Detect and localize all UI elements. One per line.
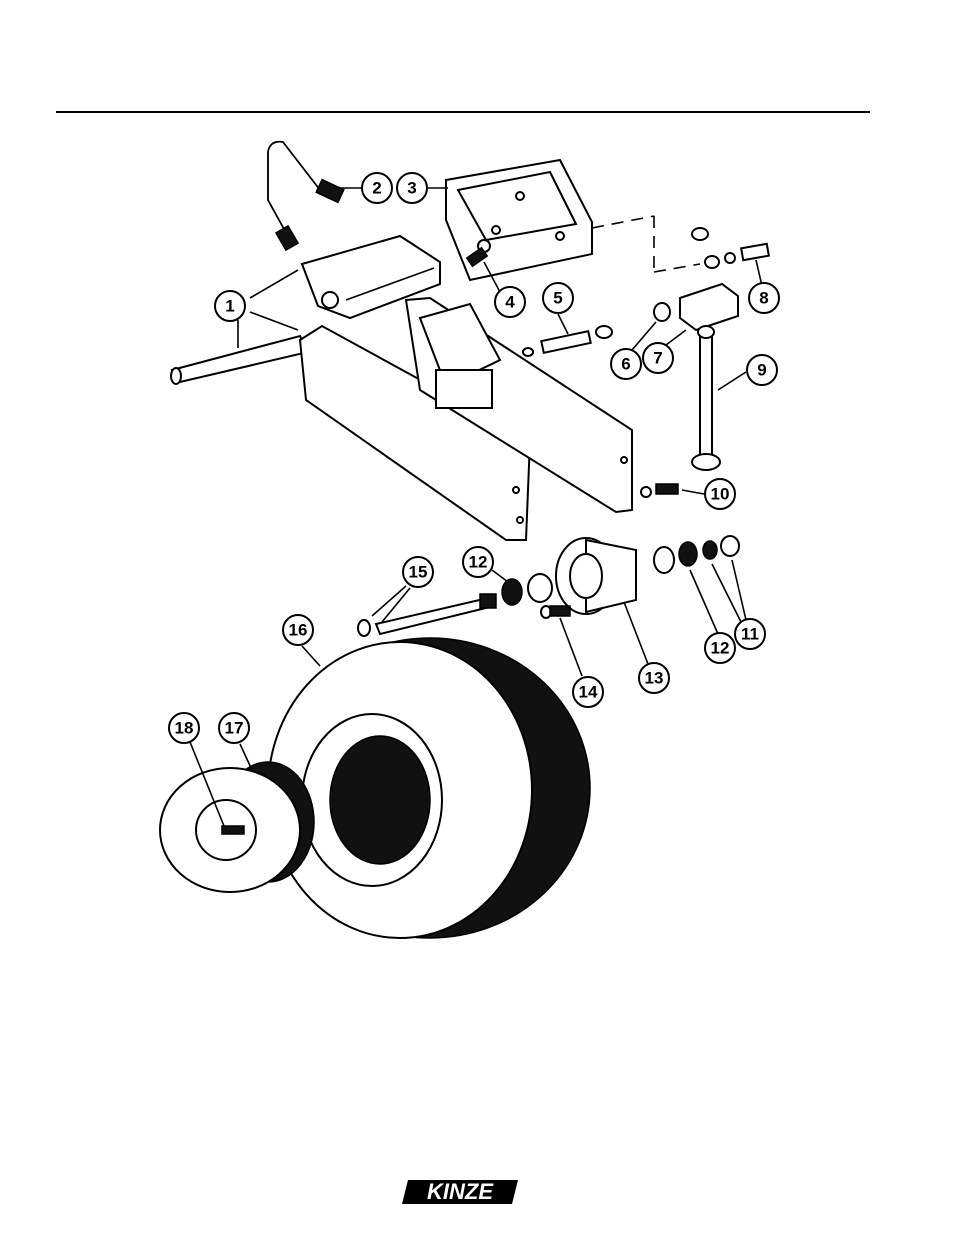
bearing-12-outer-part [654, 536, 739, 573]
bearing-12-inner-part [502, 574, 552, 605]
callout-4: 4 [495, 287, 525, 317]
callout-6: 6 [611, 349, 641, 379]
svg-text:12: 12 [469, 553, 488, 572]
bolt-8-part [692, 228, 769, 268]
wheel-stud-18-part [222, 826, 244, 834]
kinze-logo: KINZE [400, 1176, 524, 1208]
svg-text:1: 1 [225, 297, 234, 316]
svg-text:11: 11 [741, 625, 759, 644]
svg-text:7: 7 [653, 349, 662, 368]
callout-11: 11 [735, 619, 765, 649]
svg-text:18: 18 [175, 719, 194, 738]
svg-text:16: 16 [289, 621, 308, 640]
pin-5-part [523, 326, 612, 356]
svg-text:5: 5 [553, 289, 562, 308]
svg-text:14: 14 [579, 683, 598, 702]
callout-8: 8 [749, 283, 779, 313]
callout-9: 9 [747, 355, 777, 385]
bolt-10-part [641, 484, 678, 497]
callout-16: 16 [283, 615, 313, 645]
callout-7: 7 [643, 343, 673, 373]
callout-5: 5 [543, 283, 573, 313]
tire-16-part [268, 638, 590, 938]
svg-text:13: 13 [645, 669, 664, 688]
block-7-part [680, 284, 738, 330]
threaded-rod-9-part [692, 326, 720, 470]
logo-wordmark: KINZE [427, 1179, 494, 1204]
bushing-6-part [654, 303, 670, 321]
u-bolt-part [268, 142, 344, 250]
callout-12-outer: 12 [705, 633, 735, 663]
svg-text:12: 12 [711, 639, 730, 658]
svg-text:2: 2 [372, 179, 381, 198]
svg-text:6: 6 [621, 355, 630, 374]
svg-text:17: 17 [225, 719, 244, 738]
svg-text:15: 15 [409, 563, 428, 582]
pivot-shaft-part [171, 336, 308, 384]
callout-2: 2 [362, 173, 392, 203]
bolt-14-part [541, 606, 570, 618]
svg-text:4: 4 [505, 293, 515, 312]
callout-13: 13 [639, 663, 669, 693]
spindle-15-part [358, 594, 496, 636]
callout-15: 15 [403, 557, 433, 587]
callout-1: 1 [215, 291, 245, 321]
callout-14: 14 [573, 677, 603, 707]
callout-10: 10 [705, 479, 735, 509]
callout-3: 3 [397, 173, 427, 203]
callout-17: 17 [219, 713, 249, 743]
svg-text:10: 10 [711, 485, 730, 504]
svg-text:9: 9 [757, 361, 766, 380]
callout-12-inner: 12 [463, 547, 493, 577]
svg-text:8: 8 [759, 289, 768, 308]
svg-text:3: 3 [407, 179, 416, 198]
callout-18: 18 [169, 713, 199, 743]
